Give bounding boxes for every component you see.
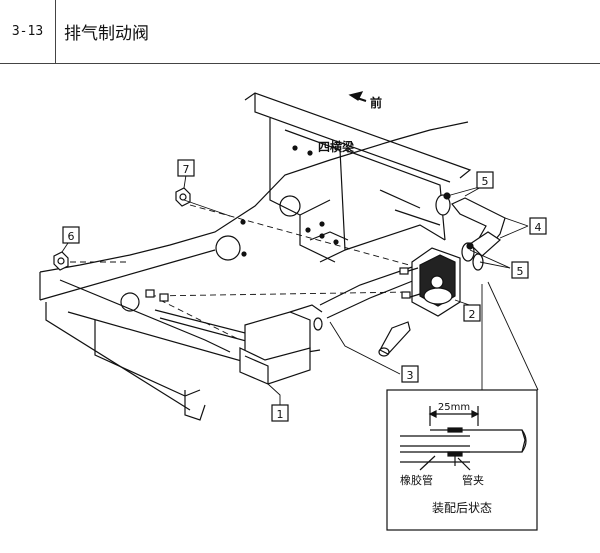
front-arrow-icon [348, 91, 367, 102]
exhaust-brake-diagram: 前 四横梁 1 2 3 4 5 5 6 [39, 91, 547, 531]
callout-label-6: 6 [68, 230, 75, 243]
detail-inset [386, 389, 538, 531]
crossmember-label: 四横梁 [318, 139, 354, 154]
callout-label-1: 1 [277, 408, 284, 421]
callout-box-1: 1 [271, 404, 289, 422]
detail-caption: 装配后状态 [432, 501, 492, 515]
page-title: 排气制动阀 [64, 24, 149, 44]
callout-box-5a: 5 [476, 171, 494, 189]
page-header: 3-13 排气制动阀 [0, 0, 600, 64]
callout-box-3: 3 [401, 365, 419, 383]
callout-box-5b: 5 [511, 261, 529, 279]
part-4-rubber-hoses [451, 197, 506, 257]
callout-box-6: 6 [62, 226, 80, 244]
part-2-exhaust-brake-valve [404, 247, 461, 317]
detail-clamp-label: 管夹 [462, 473, 484, 487]
callout-label-7: 7 [183, 163, 190, 176]
part-3-rod-bushing [378, 321, 411, 357]
callout-box-4: 4 [529, 217, 547, 235]
detail-dimension-label: 25mm [438, 402, 470, 413]
installation-lines [60, 204, 421, 341]
detail-leader-lines [481, 281, 539, 391]
part-5-pipe-clamps [435, 192, 484, 271]
callout-label-3: 3 [407, 369, 414, 382]
callout-label-4: 4 [535, 221, 542, 234]
section-number: 3-13 [0, 0, 56, 63]
front-direction-label: 前 [370, 95, 382, 110]
callout-box-7: 7 [177, 159, 195, 177]
callout-label-5a: 5 [482, 175, 489, 188]
part-7-nut [175, 187, 191, 207]
mounting-bolts [145, 267, 411, 302]
callout-label-2: 2 [469, 308, 476, 321]
crossmember [120, 92, 472, 312]
part-1-brake-cylinder [239, 304, 323, 385]
detail-rubber-hose-label: 橡胶管 [400, 473, 433, 487]
exhaust-pipe [154, 265, 421, 347]
callout-box-2: 2 [463, 304, 481, 322]
part-6-nut [53, 251, 69, 271]
callout-label-5b: 5 [517, 265, 524, 278]
